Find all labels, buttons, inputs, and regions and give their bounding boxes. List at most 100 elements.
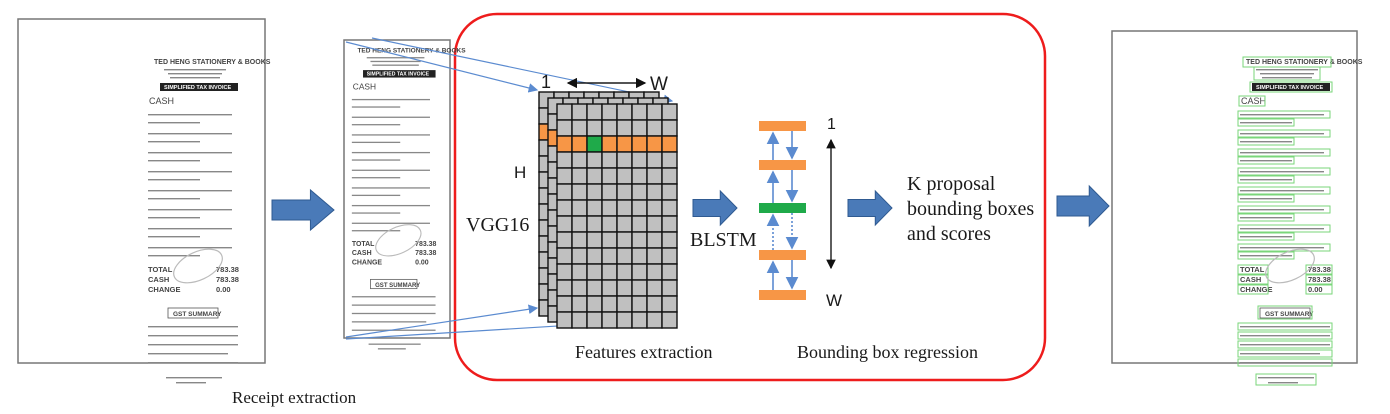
detected-text-box <box>1237 110 1331 119</box>
detected-text-box <box>1237 349 1333 358</box>
receipt-text-line <box>1240 255 1292 257</box>
receipt-total-label: CASH <box>352 250 372 257</box>
feature-cell <box>661 263 678 281</box>
feature-map-stack <box>538 91 678 329</box>
receipt-text-line <box>148 353 228 355</box>
receipt-text-line <box>1240 152 1324 154</box>
blstm-state <box>759 290 806 300</box>
feature-cell <box>631 215 648 233</box>
feature-cell <box>586 183 603 201</box>
feature-cell <box>556 183 573 201</box>
feature-cell <box>586 215 603 233</box>
feature-cell <box>646 167 663 185</box>
receipt-invoice-title: SIMPLIFIED TAX INVOICE <box>164 85 231 91</box>
features-extraction-caption: Features extraction <box>575 342 712 362</box>
feature-cell <box>616 167 633 185</box>
feature-cell <box>586 231 603 249</box>
feature-cell <box>571 119 588 137</box>
receipt-text-line <box>351 212 401 214</box>
bounding-box-regression-caption: Bounding box regression <box>797 342 978 362</box>
feature-cell <box>556 135 573 153</box>
receipt-total-value: 783.38 <box>216 265 239 274</box>
feature-cell <box>586 279 603 297</box>
flow-arrow-icon <box>692 189 738 227</box>
feature-cell <box>646 215 663 233</box>
feature-cell <box>661 103 678 121</box>
feature-cell <box>646 263 663 281</box>
feature-cell <box>631 199 648 217</box>
output-text-line-2: bounding boxes <box>907 198 1034 220</box>
feature-cell <box>631 119 648 137</box>
receipt-total-value: 783.38 <box>415 241 436 248</box>
feature-cell <box>586 247 603 265</box>
receipt-text-line <box>351 296 436 298</box>
detected-text-box <box>1237 167 1331 176</box>
receipt-text-line <box>370 60 421 63</box>
detected-text-box <box>1237 340 1333 349</box>
feature-cell <box>601 247 618 265</box>
feature-cell <box>556 103 573 121</box>
receipt-text-line <box>351 177 401 179</box>
feature-cell <box>646 151 663 169</box>
detected-text-box <box>1237 251 1295 260</box>
pipeline-boundary <box>453 12 1047 382</box>
feature-cell <box>661 311 678 329</box>
receipt-text-line <box>1240 217 1292 219</box>
feature-cell <box>556 231 573 249</box>
feature-cell <box>661 119 678 137</box>
receipt-text-line <box>351 222 430 224</box>
receipt-text-line <box>148 236 200 238</box>
receipt-text-line <box>148 160 200 162</box>
receipt-text-line <box>148 247 232 249</box>
feature-cell <box>556 295 573 313</box>
feature-cell <box>586 135 603 153</box>
detected-text-box <box>1257 305 1313 320</box>
feature-cell <box>646 183 663 201</box>
feature-cell <box>661 183 678 201</box>
detected-text-box <box>1237 232 1295 241</box>
receipt-text-line <box>366 57 425 59</box>
receipt-store-name: TED HENG STATIONERY & BOOKS <box>154 59 271 66</box>
detected-text-box <box>1237 156 1295 165</box>
receipt-payment-type: CASH <box>149 96 174 106</box>
feature-cell <box>586 167 603 185</box>
receipt-total-value: 783.38 <box>216 275 239 284</box>
feature-cell <box>601 103 618 121</box>
feature-cell <box>661 231 678 249</box>
receipt-text-line <box>148 141 200 143</box>
detected-text-box <box>1238 95 1266 107</box>
feature-cell <box>616 199 633 217</box>
feature-cell <box>556 119 573 137</box>
detected-text-box <box>1237 213 1295 222</box>
sequence-index-start: 1 <box>827 116 836 133</box>
feature-cell <box>571 279 588 297</box>
receipt-text-line <box>170 77 220 79</box>
feature-cell <box>586 119 603 137</box>
feature-cell <box>646 247 663 265</box>
receipt-text-line <box>1240 190 1324 192</box>
paid-stamp <box>375 224 422 257</box>
feature-map-index-end: W <box>650 74 668 95</box>
paid-stamp <box>1265 248 1315 284</box>
feature-cell <box>601 231 618 249</box>
feature-cell <box>616 295 633 313</box>
receipt-text-line <box>148 344 238 346</box>
detected-text-box <box>1249 81 1333 93</box>
receipt-text-line <box>1240 228 1324 230</box>
feature-cell <box>556 151 573 169</box>
feature-cell <box>586 311 603 329</box>
blstm-state <box>759 121 806 131</box>
receipt-text-line <box>351 116 430 118</box>
feature-cell <box>556 279 573 297</box>
receipt-text-line <box>351 204 430 207</box>
receipt-text-line <box>148 335 238 337</box>
feature-cell <box>631 167 648 185</box>
feature-cell <box>571 247 588 265</box>
receipt-total-value: 783.38 <box>415 250 436 257</box>
receipt-text-line <box>1240 179 1292 181</box>
receipt-text-line <box>148 152 232 154</box>
feature-cell <box>631 135 648 153</box>
receipt-text-line <box>1262 77 1312 79</box>
